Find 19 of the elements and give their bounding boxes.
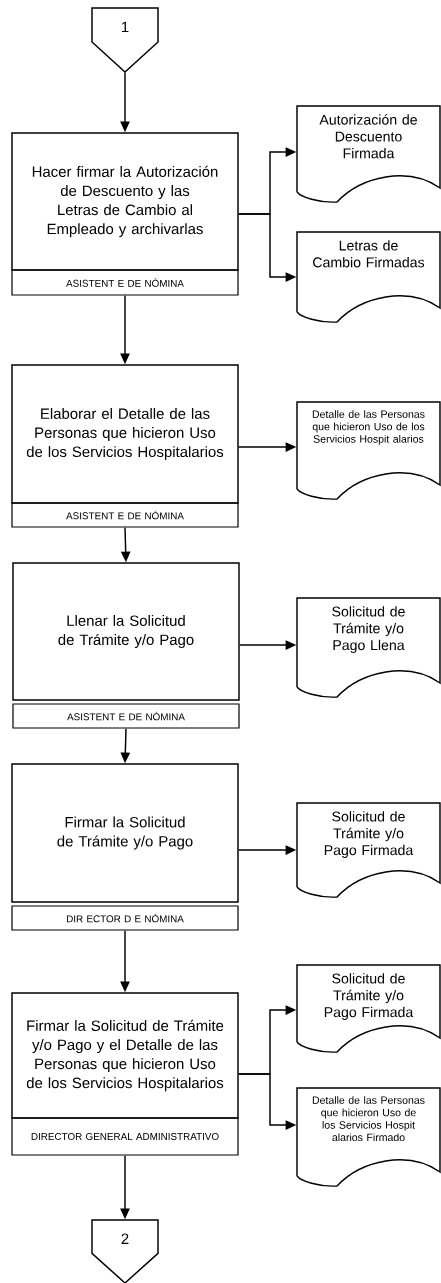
process-box: Llenar la Solicitud de Trámite y/o Pago — [12, 562, 240, 701]
role-band: ASISTENT E DE NÓMINA — [11, 502, 239, 528]
document-shape: Letras de Cambio Firmadas — [296, 231, 441, 323]
document-shape: Solicitud de Trámite y/o Pago Llena — [296, 597, 441, 698]
document-shape: Solicitud de Trámite y/o Pago Firmada — [296, 802, 441, 898]
document-shape: Detalle de las Personas que hicieron Uso de los Servicios Hospit alarios — [296, 401, 441, 500]
role-band: DIR ECTOR D E NÓMINA — [11, 905, 239, 931]
document-shape: Detalle de las Personas que hicieron Uso de los Servicios Hospit alarios Firmado — [296, 1087, 441, 1187]
role-band: ASISTENT E DE NÓMINA — [12, 703, 240, 729]
document-shape: Solicitud de Trámite y/o Pago Firmada — [296, 964, 441, 1053]
role-band: ASISTENT E DE NÓMINA — [11, 269, 239, 296]
off-page-connector: 1 — [91, 7, 159, 73]
process-box: Hacer firmar la Autorización de Descuento y las Letras de Cambio al Empleado y archivarlas — [11, 132, 239, 271]
off-page-connector: 2 — [91, 1219, 159, 1283]
process-box: Firmar la Solicitud de Trámite y/o Pago y el Detalle de las Personas que hicieron Uso de los Servicios Hospitalarios — [11, 992, 239, 1119]
role-band: DIRECTOR GENERAL ADMINISTRATIVO — [11, 1117, 239, 1156]
process-box: Firmar la Solicitud de Trámite y/o Pago — [11, 763, 239, 903]
process-box: Elaborar el Detalle de las Personas que hicieron Uso de los Servicios Hospitalarios — [11, 364, 239, 504]
document-shape: Autorización de Descuento Firmada — [296, 105, 441, 203]
